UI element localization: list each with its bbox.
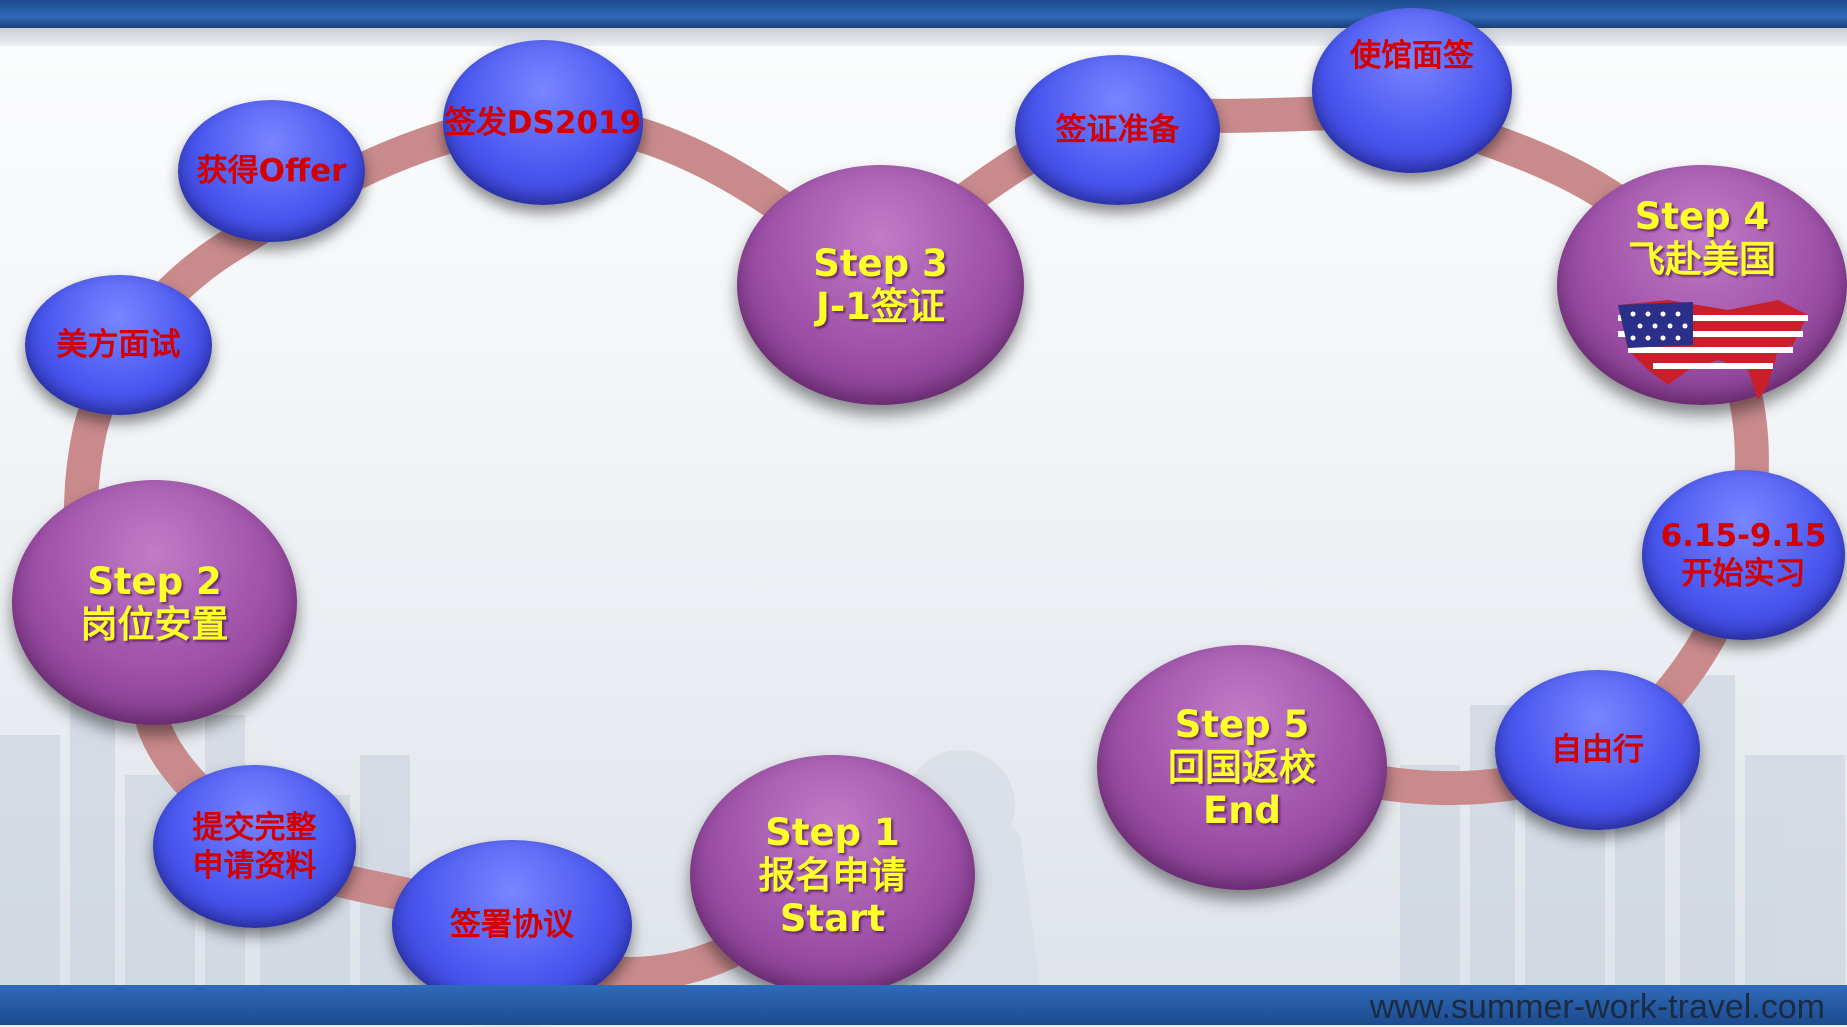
node-sign-agreement: 签署协议 — [392, 840, 632, 1010]
node-issue-ds2019-label: 签发DS2019 — [444, 104, 642, 141]
node-free-travel: 自由行 — [1495, 670, 1700, 830]
node-step5-label: Step 5 回国返校 End — [1168, 703, 1316, 832]
node-step2: Step 2 岗位安置 — [12, 480, 297, 725]
footer-url: www.summer-work-travel.com — [1369, 988, 1825, 1026]
node-step3-label: Step 3 J-1签证 — [813, 242, 948, 328]
bottom-banner — [0, 985, 1847, 1025]
node-step1-label: Step 1 报名申请 Start — [758, 810, 907, 940]
node-submit-docs-label: 提交完整 申请资料 — [192, 809, 317, 884]
node-internship: 6.15-9.15 开始实习 — [1642, 470, 1845, 640]
node-issue-ds2019: 签发DS2019 — [443, 40, 643, 205]
node-visa-prep: 签证准备 — [1015, 55, 1220, 205]
top-banner — [0, 0, 1847, 28]
node-embassy-interview-label: 使馆面签 — [1350, 37, 1474, 74]
node-embassy-interview: 使馆面签 — [1312, 8, 1512, 173]
node-sign-agreement-label: 签署协议 — [450, 907, 574, 943]
usa-flag-map-icon — [1618, 300, 1808, 400]
node-internship-label: 6.15-9.15 开始实习 — [1660, 518, 1827, 592]
node-step3: Step 3 J-1签证 — [737, 165, 1024, 405]
node-step4-label: Step 4 飞赴美国 — [1628, 195, 1776, 281]
node-us-interview-label: 美方面试 — [56, 327, 181, 363]
node-visa-prep-label: 签证准备 — [1055, 112, 1180, 148]
node-us-interview: 美方面试 — [25, 275, 212, 415]
node-step5: Step 5 回国返校 End — [1097, 645, 1387, 890]
node-step2-label: Step 2 岗位安置 — [80, 559, 229, 646]
node-get-offer: 获得Offer — [178, 100, 365, 242]
node-free-travel-label: 自由行 — [1551, 732, 1644, 768]
node-get-offer-label: 获得Offer — [196, 153, 347, 189]
node-step1: Step 1 报名申请 Start — [690, 755, 975, 995]
node-submit-docs: 提交完整 申请资料 — [153, 765, 356, 928]
